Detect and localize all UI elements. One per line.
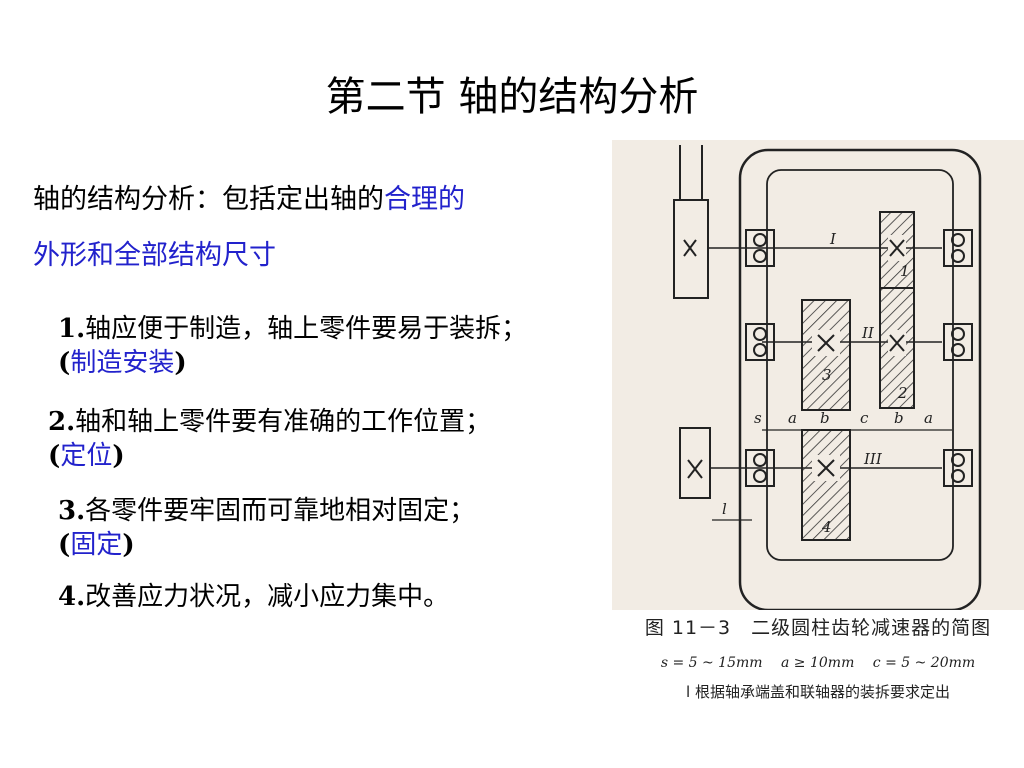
label-gear-1: 1 — [900, 262, 910, 280]
label-dim-l: l — [722, 500, 727, 518]
gear-3 — [801, 299, 851, 411]
note-paren-close: ) — [112, 441, 125, 471]
point-number: 3. — [58, 496, 86, 526]
point-number: 2. — [48, 407, 76, 437]
gear-1 — [879, 211, 915, 289]
point-text: 轴和轴上零件要有准确的工作位置； — [75, 407, 492, 437]
label-dim-a2: a — [924, 409, 933, 427]
note-paren-open: ( — [58, 530, 71, 560]
gear-reducer-diagram: I II III 1 2 3 4 s a b c b a l — [612, 140, 1024, 610]
label-dim-b: b — [820, 409, 830, 427]
point-4: 4.改善应力状况，减小应力集中。 — [58, 580, 658, 614]
housing-outer — [738, 148, 982, 610]
label-gear-4: 4 — [821, 518, 832, 536]
point-note: 固定 — [70, 530, 123, 560]
intro-highlight-2: 外形和全部结构尺寸 — [33, 240, 276, 271]
output-coupling — [679, 427, 711, 499]
label-dim-b2: b — [894, 409, 904, 427]
point-text: 改善应力状况，减小应力集中。 — [85, 582, 450, 612]
label-dim-c: c — [860, 409, 869, 427]
note-paren-close: ) — [122, 530, 135, 560]
point-text: 轴应便于制造，轴上零件要易于装拆； — [85, 314, 528, 344]
point-text: 各零件要牢固而可靠地相对固定； — [85, 496, 476, 526]
point-number: 4. — [58, 582, 86, 612]
housing-inner — [766, 169, 954, 561]
point-1: 1.轴应便于制造，轴上零件要易于装拆； (制造安装) — [58, 312, 658, 380]
bearings — [745, 229, 973, 487]
caption-params: s = 5 ~ 15mm a ≥ 10mm c = 5 ~ 20mm — [660, 655, 976, 671]
point-2: 2.轴和轴上零件要有准确的工作位置； (定位) — [48, 405, 648, 473]
point-3: 3.各零件要牢固而可靠地相对固定； (固定) — [58, 494, 658, 562]
slide-title: 第二节 轴的结构分析 — [325, 74, 699, 120]
point-number: 1. — [58, 314, 86, 344]
caption-note: l 根据轴承端盖和联轴器的装拆要求定出 — [686, 683, 950, 701]
gear-2 — [879, 287, 915, 409]
caption-title: 图 11－3 二级圆柱齿轮减速器的简图 — [644, 617, 992, 639]
intro-lead: 轴的结构分析：包括定出轴的 — [33, 184, 384, 215]
label-dim-a: a — [788, 409, 797, 427]
label-gear-2: 2 — [897, 384, 908, 402]
label-gear-3: 3 — [822, 366, 832, 384]
input-coupling — [673, 145, 709, 299]
label-dim-s: s — [754, 409, 762, 427]
intro-text: 轴的结构分析：包括定出轴的合理的外形和全部结构尺寸 — [33, 172, 633, 284]
point-note: 制造安装 — [70, 348, 175, 378]
note-paren-close: ) — [174, 348, 187, 378]
label-shaft-II: II — [861, 324, 875, 342]
note-paren-open: ( — [58, 348, 71, 378]
intro-highlight-1: 合理的 — [384, 184, 465, 215]
note-paren-open: ( — [48, 441, 61, 471]
figure-caption: 图 11－3 二级圆柱齿轮减速器的简图 s = 5 ~ 15mm a ≥ 10m… — [612, 613, 1024, 702]
point-note: 定位 — [60, 441, 113, 471]
label-shaft-I: I — [829, 230, 837, 248]
label-shaft-III: III — [863, 450, 883, 468]
